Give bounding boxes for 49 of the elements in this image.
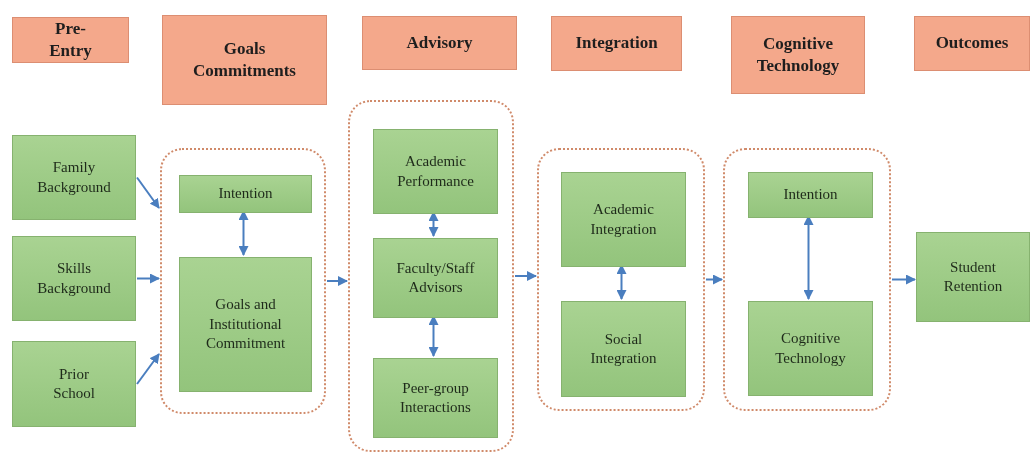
box-label: Cognitive Technology — [774, 329, 847, 368]
box-label: Goals and Institutional Commitment — [204, 295, 287, 354]
box-label: Intention — [218, 184, 273, 204]
box-label: Advisory — [406, 31, 473, 54]
stage-header — [731, 16, 865, 94]
process-box — [561, 172, 686, 267]
box-label: Prior School — [52, 364, 96, 403]
dotted-group-outline — [537, 148, 705, 411]
stage-header — [162, 15, 327, 105]
process-box — [12, 135, 136, 220]
dotted-group-outline — [160, 148, 326, 414]
arrow — [514, 271, 537, 281]
process-box — [373, 238, 498, 318]
box-label: Skills Background — [37, 259, 111, 298]
arrow — [326, 276, 348, 286]
stage-header — [914, 16, 1030, 71]
process-box — [748, 301, 873, 396]
dotted-group-outline — [723, 148, 891, 411]
process-box — [179, 257, 312, 392]
dotted-group-outline — [348, 100, 514, 452]
process-box — [748, 172, 873, 218]
box-label: Integration — [575, 32, 658, 55]
box-label: Family Background — [37, 158, 111, 197]
arrow — [136, 176, 160, 209]
arrow — [705, 274, 723, 285]
arrow — [136, 353, 160, 385]
process-box — [373, 129, 498, 214]
box-label: Faculty/Staff Advisors — [396, 258, 475, 297]
box-label: Social Integration — [589, 329, 658, 368]
process-box — [12, 341, 136, 427]
process-box — [373, 358, 498, 438]
box-label: Student Retention — [942, 257, 1004, 296]
box-label: Intention — [783, 185, 838, 205]
box-label: Goals Commitments — [192, 37, 297, 82]
arrow — [136, 273, 160, 284]
box-label: Academic Performance — [397, 152, 474, 191]
stage-header — [362, 16, 517, 70]
process-box — [12, 236, 136, 321]
box-label: Outcomes — [935, 32, 1009, 55]
box-label: Peer-group Interactions — [399, 378, 472, 417]
box-label: Pre-Entry — [48, 17, 93, 62]
process-box — [179, 175, 312, 213]
box-label: Cognitive Technology — [756, 32, 840, 77]
stage-header — [551, 16, 682, 71]
box-label: Academic Integration — [589, 200, 658, 239]
stage-header — [12, 17, 129, 63]
arrow — [891, 274, 916, 285]
process-box — [561, 301, 686, 397]
process-box — [916, 232, 1030, 322]
